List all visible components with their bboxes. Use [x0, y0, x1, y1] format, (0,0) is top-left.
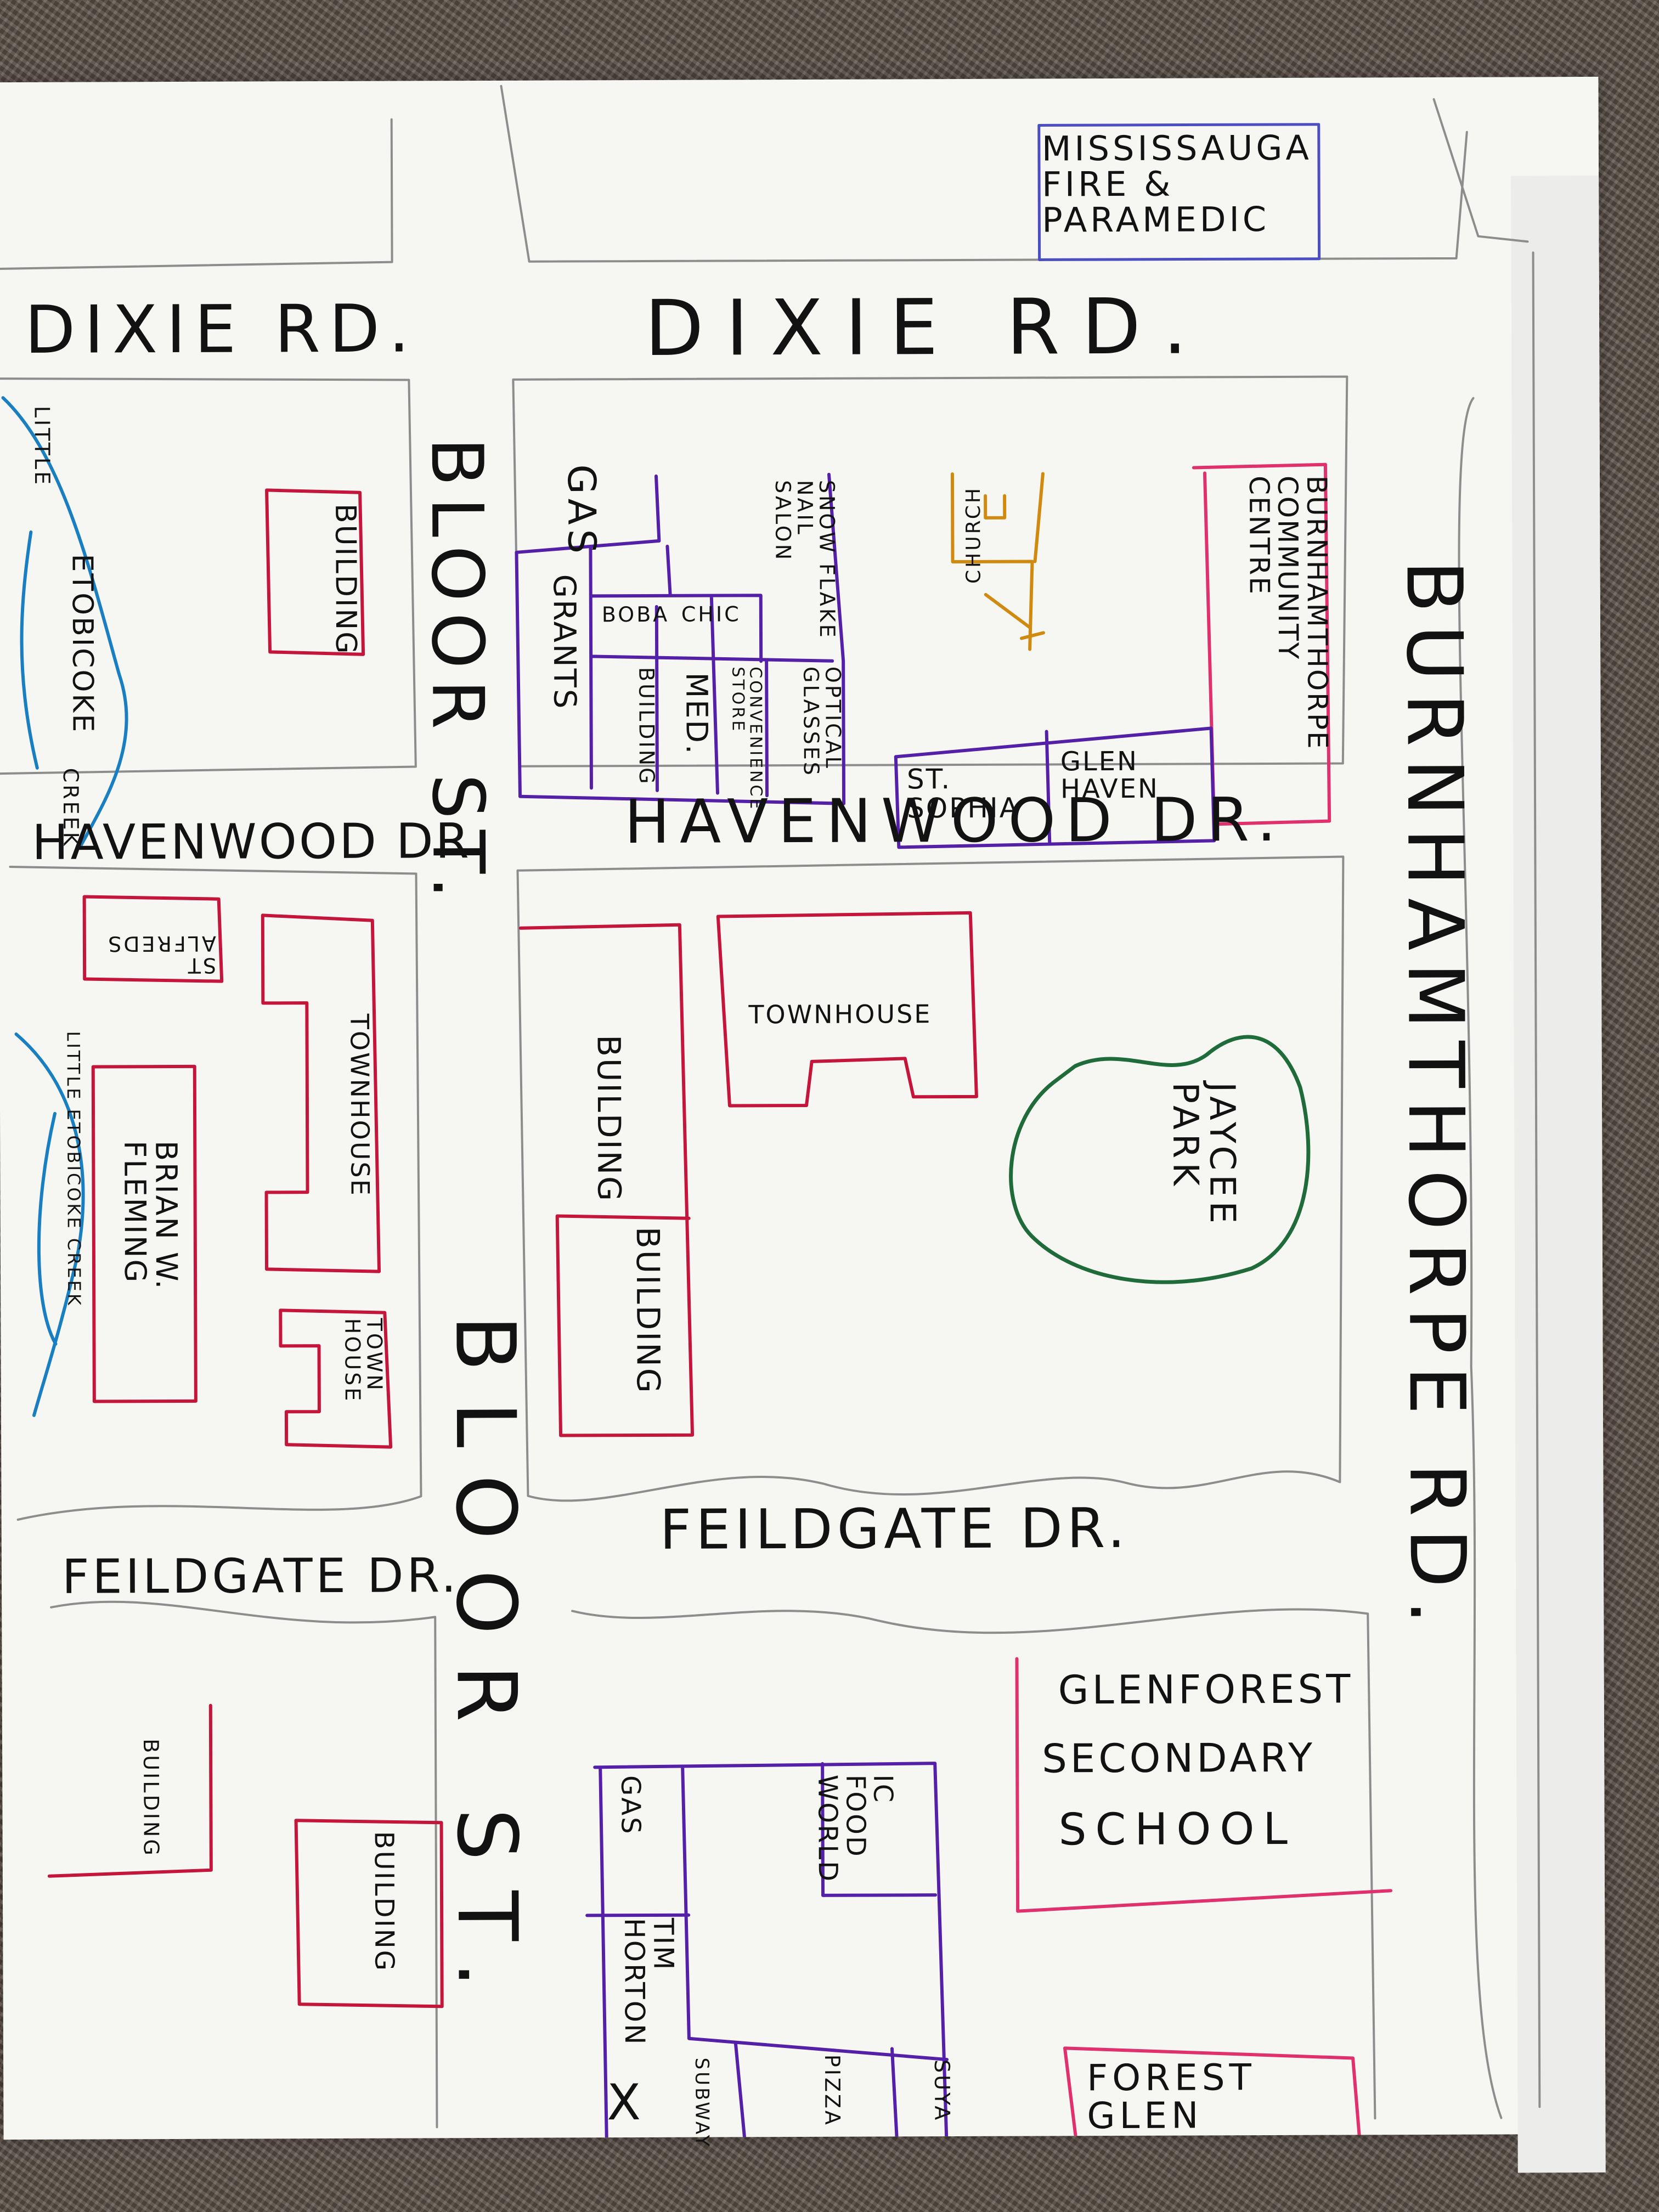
label-chic: CHIC	[681, 602, 741, 627]
road-label-burnhamthorpe: BURNHAMTHORPE RD.	[1389, 560, 1482, 1637]
road-label-havenwood-left: HAVENWOOD DR	[32, 812, 472, 871]
building-nw-box	[265, 488, 365, 656]
st-alfreds-box	[82, 895, 224, 983]
creek-lower-line-2	[37, 1111, 58, 1346]
label-glenforest-line-1: GLENFOREST	[1058, 1666, 1354, 1713]
label-pizza: PIZZA	[820, 2054, 845, 2128]
creek-upper-line-2	[20, 530, 39, 770]
label-glen-haven: GLEN HAVEN	[1060, 746, 1160, 805]
label-med: MED.	[679, 672, 714, 756]
label-boba: BOBA	[601, 602, 670, 627]
label-building-central-1: BUILDING	[590, 1035, 628, 1203]
community-centre-box	[1192, 462, 1331, 826]
block-top-mid	[500, 84, 1468, 263]
label-forest-glen: FOREST GLEN	[1087, 2056, 1256, 2137]
label-building-nw: BUILDING	[329, 503, 363, 656]
plaza-south-frame	[593, 1762, 949, 2140]
label-church: CHURCH	[962, 486, 985, 584]
townhouse-small-shape	[279, 1308, 393, 1449]
label-grants: GRANTS	[546, 574, 583, 710]
townhouse-c-shape	[716, 911, 978, 1108]
road-label-feildgate-left: FEILDGATE DR.	[61, 1548, 460, 1605]
plaza-north-divisions	[589, 544, 834, 798]
creek-lower-line	[14, 1032, 85, 1417]
pink-building-outlines	[1015, 462, 1392, 2140]
sw-building-1	[47, 1703, 213, 1878]
label-jaycee-park: JAYCEE PARK	[1164, 1082, 1243, 1228]
label-st-alfreds: ST ALFREDS	[106, 931, 217, 978]
label-gas-south: GAS	[615, 1775, 646, 1836]
pencil-block-outlines	[0, 84, 1541, 2129]
townhouse-w-shape	[261, 913, 381, 1273]
label-ic-food-world: IC FOOD WORLD	[812, 1774, 899, 1883]
label-creek-upper-1: LITTLE	[30, 405, 55, 487]
block-top-left	[0, 118, 393, 270]
label-creek-lower: LITTLE ETOBICOKE CREEK	[63, 1031, 85, 1307]
label-brian-w-fleming: BRIAN W. FLEMING	[117, 1140, 184, 1291]
label-optical-glasses: OPTICAL GLASSES	[799, 666, 845, 777]
building-c-shape	[518, 923, 695, 1437]
fire-station-box	[1037, 123, 1321, 261]
paper-sheet: DIXIE RD. DIXIE RD. HAVENWOOD DR HAVENWO…	[0, 76, 1606, 2173]
road-label-feildgate-right: FEILDGATE DR.	[659, 1496, 1130, 1562]
label-glenforest-line-2: SECONDARY	[1041, 1734, 1316, 1782]
road-label-dixie-right: DIXIE RD.	[644, 282, 1210, 374]
label-town-house: TOWN HOUSE	[340, 1318, 387, 1403]
label-townhouse-west: TOWNHOUSE	[345, 1013, 375, 1197]
street-map-drawing	[0, 84, 1541, 2140]
label-burnhamthorpe-community-centre: BURNHAMTHORPE COMMUNITY CENTRE	[1243, 475, 1334, 751]
road-label-bloor-lower: BLOOR ST.	[437, 1314, 535, 2018]
glenforest-box	[1015, 1657, 1392, 1913]
label-gas-north: GAS	[558, 464, 605, 558]
label-fire-paramedic: MISSISSAUGA FIRE & PARAMEDIC	[1041, 127, 1312, 240]
label-convenience-store: CONVENIENCE STORE	[728, 667, 766, 811]
label-building-sw-1: BUILDING	[139, 1739, 163, 1858]
block-central	[516, 855, 1345, 1502]
forest-glen-box	[1063, 2046, 1363, 2140]
sophia-haven-box	[894, 726, 1216, 849]
church-outline	[950, 472, 1045, 651]
label-townhouse-central: TOWNHOUSE	[748, 999, 932, 1030]
road-label-bloor-upper: BLOOR ST.	[415, 437, 500, 910]
plaza-north-frame	[515, 472, 846, 805]
block-w-mid	[9, 866, 422, 1521]
block-nw	[0, 377, 417, 775]
label-building-central-2: BUILDING	[629, 1226, 667, 1395]
creek-lines	[1, 396, 128, 1417]
sw-building-2	[294, 1819, 444, 2008]
road-label-dixie-left: DIXIE RD.	[24, 291, 419, 369]
block-east	[1458, 397, 1503, 2119]
pencil-marks	[1532, 251, 1541, 2108]
label-building-sw-2: BUILDING	[368, 1831, 400, 1972]
label-st-sophia: ST. SOPHIA	[906, 763, 1020, 824]
label-creek-upper-2: ETOBICOKE	[65, 554, 99, 734]
label-building-small: BUILDING	[634, 667, 659, 786]
label-suya: SUYA	[930, 2059, 955, 2123]
red-building-outlines	[47, 488, 978, 2008]
purple-commercial-outlines	[515, 472, 1216, 2140]
block-s-mid	[571, 1608, 1376, 2120]
label-glenforest-line-3: SCHOOL	[1058, 1803, 1297, 1855]
jaycee-park-outline	[1009, 1035, 1311, 1284]
label-snowflake-nail-salon: SNOW FLAKE NAIL SALON	[771, 479, 840, 640]
label-creek-upper-3: CREEK	[58, 768, 83, 848]
block-sw	[50, 1600, 438, 2129]
plaza-south-divisions	[585, 1762, 938, 2140]
label-x-mark: X	[607, 2074, 646, 2132]
creek-upper-line	[1, 396, 128, 847]
label-subway: SUBWAY	[691, 2057, 713, 2149]
block-top-right	[1432, 98, 1529, 243]
brian-fleming-box	[91, 1064, 198, 1403]
label-tim-hortons: TIM HORTON	[618, 1917, 680, 2046]
